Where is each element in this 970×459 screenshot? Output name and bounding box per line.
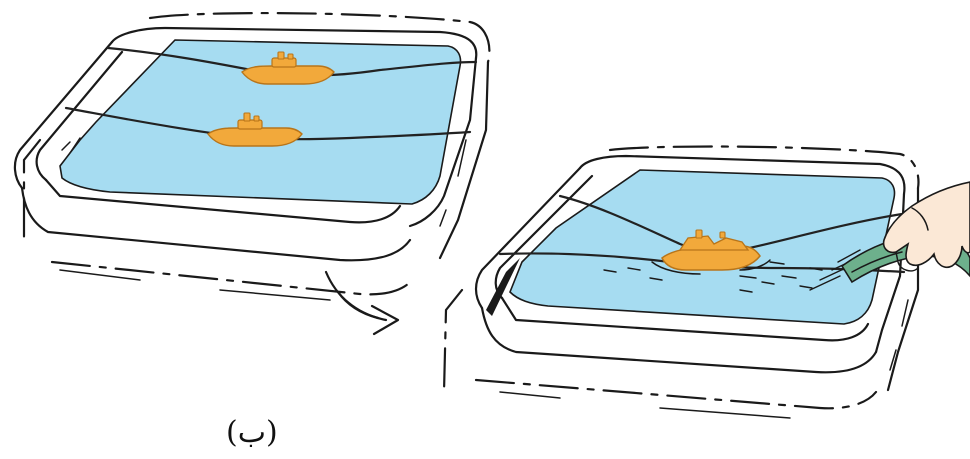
curved-arrow-icon — [326, 272, 398, 334]
hand — [884, 182, 970, 271]
figure-caption: (ب) — [226, 418, 278, 448]
right-tank — [444, 147, 918, 418]
left-tank — [15, 13, 490, 300]
